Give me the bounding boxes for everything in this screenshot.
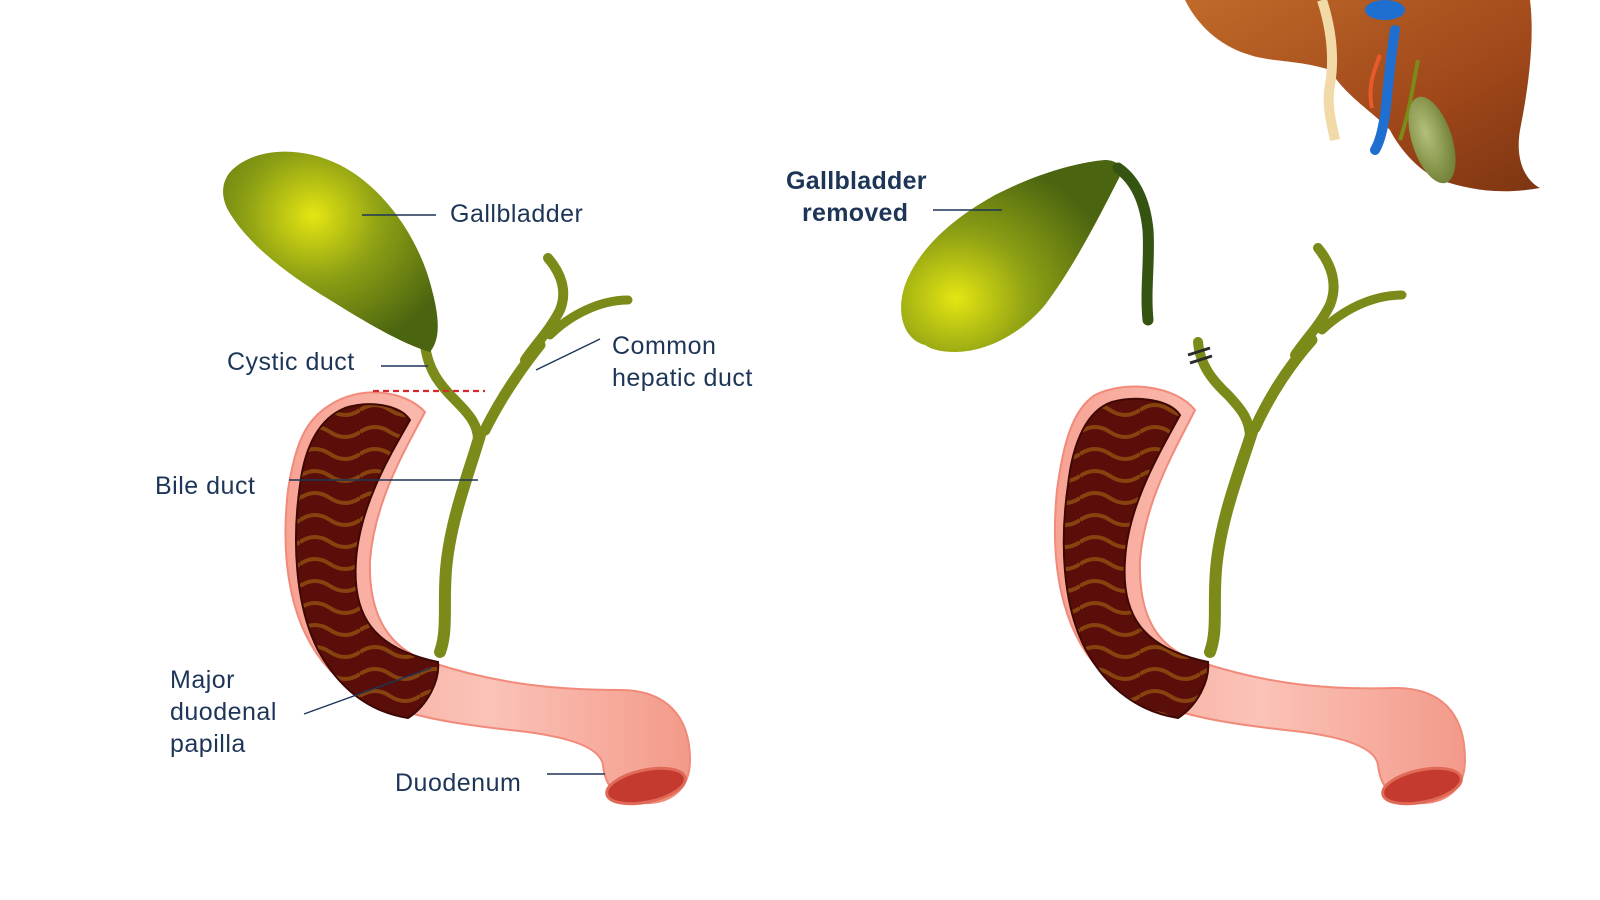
common-hepatic-duct-left — [479, 339, 546, 436]
hepatic-duct-right-branch — [545, 295, 633, 340]
portal-vein-top — [1365, 0, 1405, 20]
label-papilla-line2: duodenal — [170, 698, 277, 726]
bile-duct-right — [1204, 426, 1258, 658]
duodenum-opening-right — [1381, 766, 1463, 806]
cystic-duct-left — [420, 340, 483, 445]
small-gallbladder — [1408, 96, 1456, 184]
liver-bile-duct — [1398, 59, 1420, 141]
label-bile-duct: Bile duct — [155, 472, 255, 500]
label-common-hepatic-duct-line1: Common — [612, 332, 716, 360]
left-anatomy: Gallbladder Cystic duct Common hepatic d… — [155, 151, 753, 806]
liver-ligament — [1317, 0, 1340, 141]
label-removed-line2: removed — [802, 199, 908, 227]
label-removed-line1: Gallbladder — [786, 167, 927, 195]
label-duodenum: Duodenum — [395, 769, 521, 797]
gallbladder-organ — [223, 151, 438, 352]
label-papilla-line3: papilla — [170, 730, 246, 758]
duodenum-lumen-left — [295, 403, 440, 720]
hepatic-artery — [1368, 54, 1382, 109]
portal-vein — [1370, 25, 1400, 155]
hepatic-duct-right-branch-right — [1317, 290, 1407, 335]
duodenum-opening-left — [605, 766, 687, 806]
duodenum-lumen-right — [1062, 397, 1210, 720]
label-gallbladder: Gallbladder — [450, 200, 583, 228]
gallbladder-removed-organ — [901, 160, 1121, 352]
cystic-duct-removed — [1112, 162, 1154, 326]
right-anatomy: Gallbladder removed — [786, 0, 1540, 806]
surgical-clip-icon — [1187, 346, 1213, 365]
bile-duct-left — [434, 429, 486, 658]
common-hepatic-duct-right — [1249, 334, 1318, 434]
label-cystic-duct: Cystic duct — [227, 348, 355, 376]
label-papilla-line1: Major — [170, 666, 235, 694]
liver-organ — [1185, 0, 1540, 192]
label-common-hepatic-duct-line2: hepatic duct — [612, 364, 753, 392]
